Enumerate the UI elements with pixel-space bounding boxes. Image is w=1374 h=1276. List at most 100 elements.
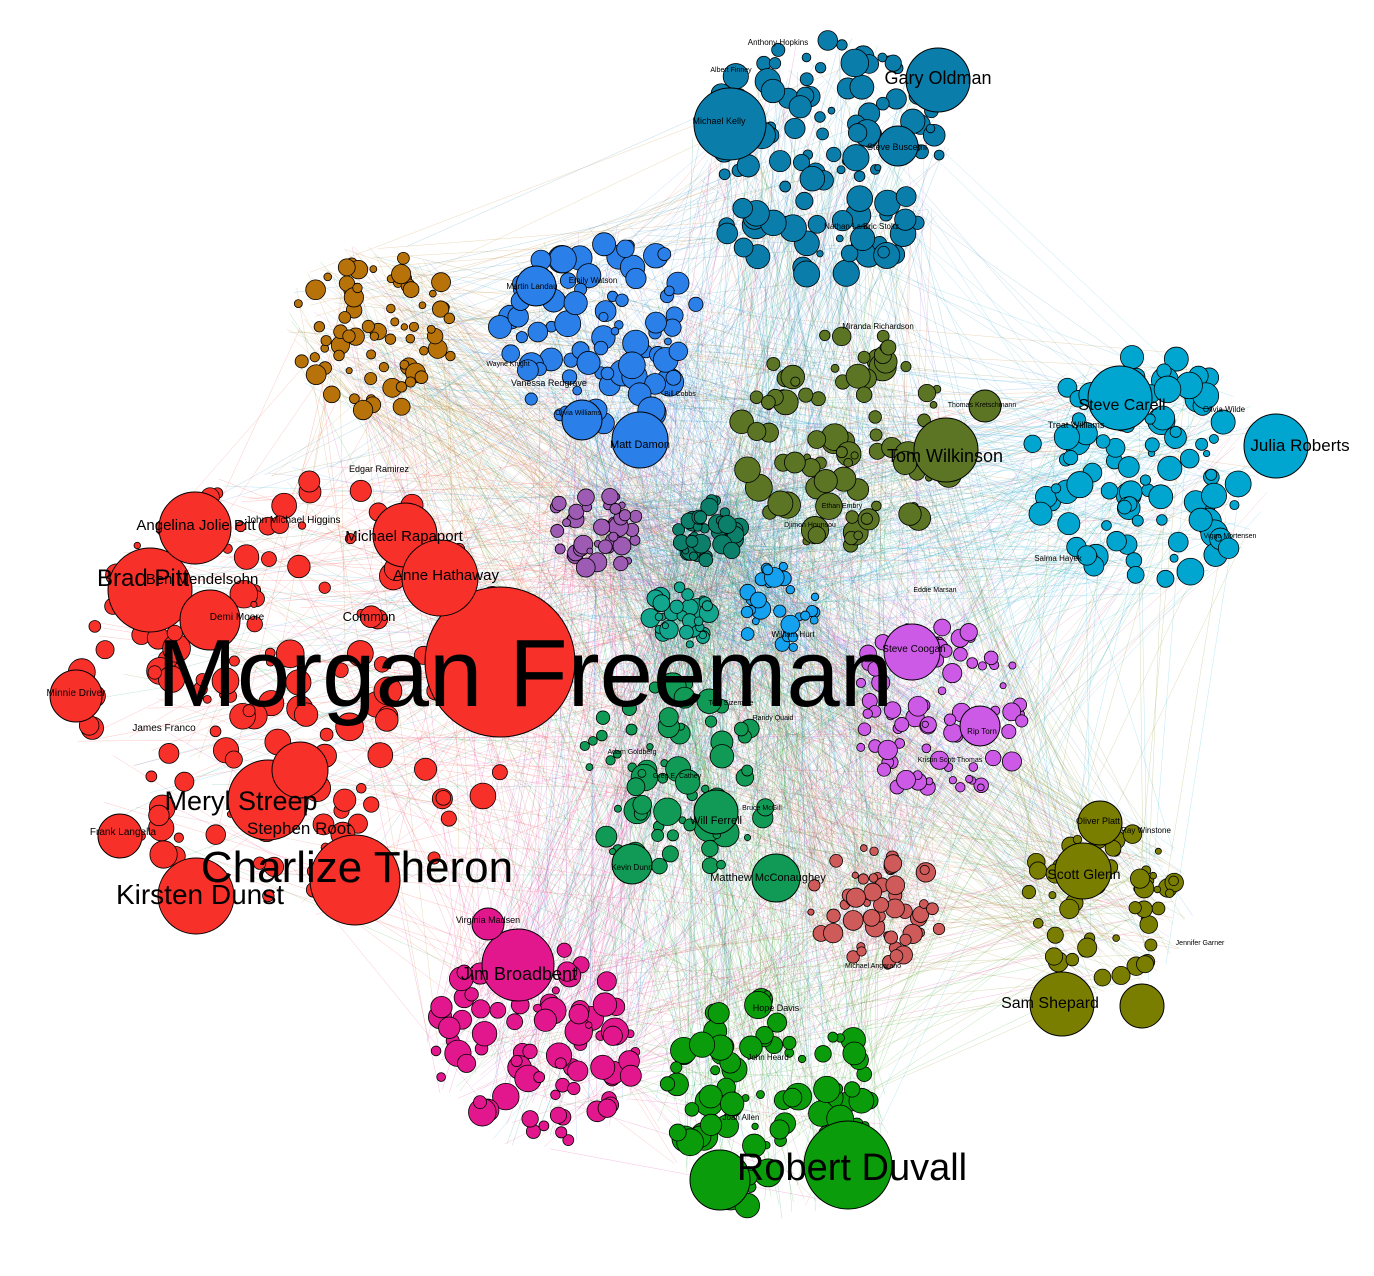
actor-node[interactable]: [842, 1041, 867, 1066]
actor-node[interactable]: [432, 300, 450, 318]
actor-node[interactable]: [1059, 898, 1080, 920]
actor-node[interactable]: [645, 311, 667, 334]
actor-node[interactable]: [669, 599, 684, 614]
actor-node[interactable]: [593, 518, 611, 536]
actor-node[interactable]: [663, 285, 675, 297]
actor-node[interactable]: [1100, 482, 1119, 500]
actor-node[interactable]: [959, 623, 978, 642]
actor-node[interactable]: [801, 52, 812, 63]
actor-node[interactable]: [1117, 499, 1132, 515]
actor-node[interactable]: [788, 642, 798, 652]
actor-node[interactable]: [435, 790, 452, 806]
actor-node[interactable]: [352, 399, 374, 421]
actor-node[interactable]: [610, 326, 620, 336]
actor-node[interactable]: [646, 743, 654, 751]
actor-node[interactable]: [868, 873, 879, 883]
actor-node[interactable]: [681, 588, 694, 601]
actor-node[interactable]: [369, 331, 380, 341]
actor-node[interactable]: [1120, 345, 1145, 370]
actor-node[interactable]: [784, 117, 806, 139]
actor-node[interactable]: [1151, 901, 1166, 916]
actor-node[interactable]: [1195, 437, 1209, 451]
actor-node[interactable]: [836, 165, 846, 175]
actor-node[interactable]: [855, 386, 873, 403]
actor-node[interactable]: [955, 782, 966, 793]
actor-hub-node[interactable]: [611, 843, 653, 885]
actor-node[interactable]: [739, 1035, 763, 1059]
actor-node[interactable]: [595, 825, 618, 848]
actor-node[interactable]: [556, 942, 572, 958]
actor-node[interactable]: [835, 234, 844, 243]
actor-node[interactable]: [373, 656, 391, 673]
actor-node[interactable]: [533, 1071, 546, 1084]
actor-node[interactable]: [224, 750, 243, 769]
actor-node[interactable]: [877, 762, 892, 777]
actor-node[interactable]: [807, 214, 827, 234]
actor-node[interactable]: [889, 949, 904, 963]
actor-node[interactable]: [710, 1065, 721, 1076]
actor-node[interactable]: [605, 755, 616, 766]
actor-node[interactable]: [698, 552, 713, 568]
actor-node[interactable]: [473, 1095, 487, 1110]
actor-node[interactable]: [658, 707, 679, 728]
actor-node[interactable]: [440, 810, 457, 827]
actor-node[interactable]: [827, 106, 836, 115]
actor-node[interactable]: [293, 702, 319, 727]
actor-node[interactable]: [1002, 702, 1022, 722]
actor-node[interactable]: [733, 721, 749, 737]
actor-node[interactable]: [1001, 751, 1022, 772]
actor-node[interactable]: [867, 661, 884, 677]
actor-node[interactable]: [596, 729, 608, 742]
actor-node[interactable]: [689, 1031, 716, 1058]
actor-node[interactable]: [1131, 514, 1144, 527]
actor-node[interactable]: [506, 1013, 524, 1031]
actor-node[interactable]: [850, 451, 859, 460]
actor-node[interactable]: [921, 743, 932, 754]
actor-node[interactable]: [313, 321, 325, 333]
actor-node[interactable]: [853, 170, 866, 182]
actor-hub-node[interactable]: [877, 125, 919, 167]
actor-node[interactable]: [1126, 565, 1145, 584]
actor-node[interactable]: [438, 1016, 461, 1039]
actor-node[interactable]: [342, 329, 356, 343]
actor-node[interactable]: [309, 352, 320, 363]
actor-node[interactable]: [429, 289, 437, 298]
actor-node[interactable]: [572, 385, 582, 396]
actor-node[interactable]: [242, 704, 256, 718]
actor-node[interactable]: [1057, 377, 1078, 398]
actor-node[interactable]: [798, 387, 814, 403]
actor-node[interactable]: [270, 515, 289, 534]
actor-node[interactable]: [1071, 412, 1086, 427]
actor-node[interactable]: [845, 887, 866, 908]
actor-node[interactable]: [968, 762, 979, 772]
actor-node[interactable]: [233, 544, 260, 570]
actor-node[interactable]: [977, 783, 985, 792]
actor-node[interactable]: [780, 614, 800, 635]
actor-node[interactable]: [320, 335, 332, 347]
actor-node[interactable]: [588, 736, 598, 746]
actor-node[interactable]: [937, 686, 947, 696]
actor-node[interactable]: [431, 272, 451, 293]
actor-node[interactable]: [654, 612, 664, 622]
actor-hub-node[interactable]: [1087, 365, 1153, 431]
actor-node[interactable]: [384, 333, 397, 345]
actor-hub-node[interactable]: [271, 741, 329, 799]
actor-node[interactable]: [877, 52, 888, 63]
actor-node[interactable]: [684, 1102, 700, 1117]
actor-node[interactable]: [857, 350, 871, 364]
actor-node[interactable]: [408, 321, 419, 332]
actor-node[interactable]: [585, 1021, 593, 1029]
actor-node[interactable]: [846, 185, 874, 212]
actor-node[interactable]: [673, 581, 686, 593]
actor-node[interactable]: [590, 1054, 616, 1080]
actor-hub-node[interactable]: [905, 47, 971, 113]
actor-node[interactable]: [767, 490, 794, 517]
actor-node[interactable]: [894, 717, 910, 732]
actor-hub-node[interactable]: [561, 399, 603, 441]
actor-node[interactable]: [925, 123, 936, 134]
actor-node[interactable]: [899, 933, 912, 946]
actor-node[interactable]: [557, 961, 578, 982]
actor-node[interactable]: [1095, 434, 1111, 449]
actor-node[interactable]: [637, 768, 647, 778]
actor-node[interactable]: [823, 923, 844, 944]
